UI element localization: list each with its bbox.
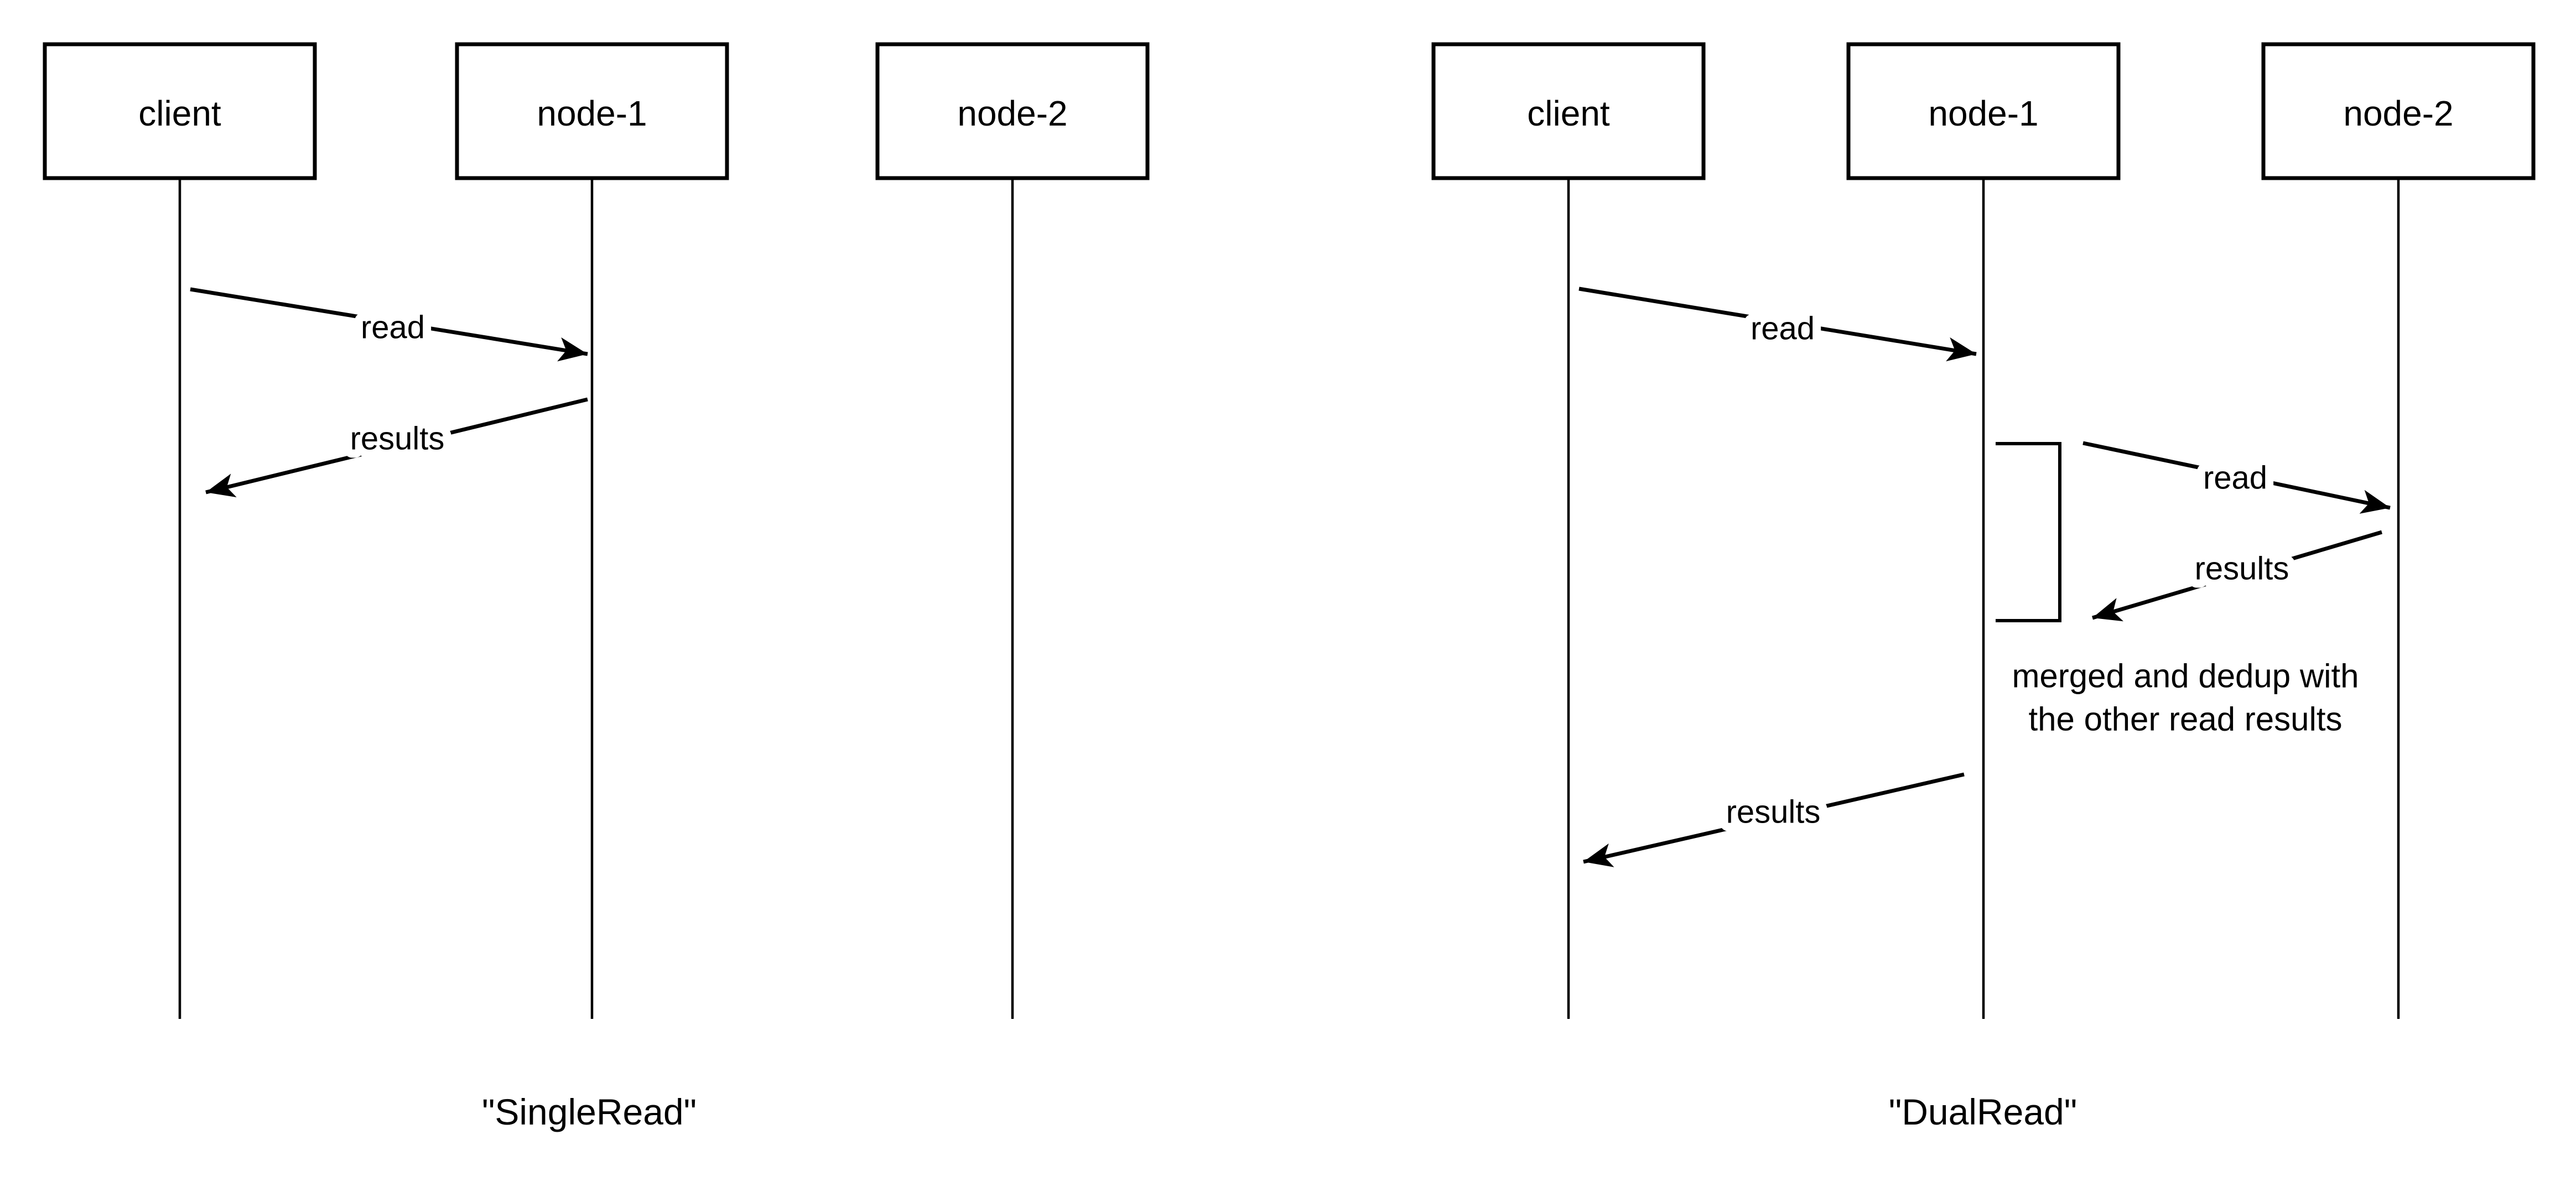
diagram-single-read: client node-1 node-2 read results "Singl… <box>43 42 1150 1132</box>
note-line-1: merged and dedup with <box>2012 658 2359 695</box>
actor-node-2: node-2 <box>2261 42 2536 180</box>
message-arrow <box>2092 530 2382 622</box>
diagram-dual-read: client node-1 node-2 read read results <box>1431 42 2536 1132</box>
actor-label: node-2 <box>2343 93 2453 133</box>
message-read: read <box>190 287 588 362</box>
actor-node-2: node-2 <box>875 42 1150 180</box>
actor-client: client <box>43 42 317 180</box>
message-label: read <box>361 310 425 346</box>
actor-box <box>455 42 729 180</box>
actor-label: node-1 <box>1928 93 2038 133</box>
message-read-1: read <box>1578 287 1977 362</box>
actor-node-1: node-1 <box>455 42 729 180</box>
message-arrow <box>2082 441 2391 514</box>
message-label: results <box>1726 794 1821 830</box>
actor-node-1: node-1 <box>1846 42 2121 180</box>
message-results: results <box>205 397 588 498</box>
message-label: read <box>2203 460 2267 496</box>
actor-client: client <box>1431 42 1706 180</box>
message-results-2: results <box>2092 530 2382 622</box>
actor-box <box>43 42 317 180</box>
actor-box <box>2261 42 2536 180</box>
note-line-2: the other read results <box>2029 701 2343 738</box>
diagram-caption: "DualRead" <box>1889 1091 2077 1132</box>
message-label: read <box>1751 311 1815 347</box>
message-read-2: read <box>2082 441 2391 514</box>
actor-box <box>1846 42 2121 180</box>
message-label: results <box>2195 551 2289 587</box>
message-label: results <box>350 421 445 457</box>
actor-label: node-2 <box>957 93 1067 133</box>
message-arrow <box>1578 287 1977 362</box>
actor-box <box>875 42 1150 180</box>
actor-label: node-1 <box>537 93 647 133</box>
message-arrow <box>1583 772 1965 867</box>
note-merged-dedup: merged and dedup with the other read res… <box>2012 658 2359 738</box>
message-arrow <box>190 287 588 362</box>
actor-label: client <box>138 93 221 133</box>
diagram-caption: "SingleRead" <box>482 1091 697 1132</box>
actor-label: client <box>1527 93 1610 133</box>
activation-bracket <box>1996 442 2061 622</box>
message-results-3: results <box>1583 772 1965 867</box>
actor-box <box>1431 42 1706 180</box>
message-arrow <box>205 397 588 498</box>
